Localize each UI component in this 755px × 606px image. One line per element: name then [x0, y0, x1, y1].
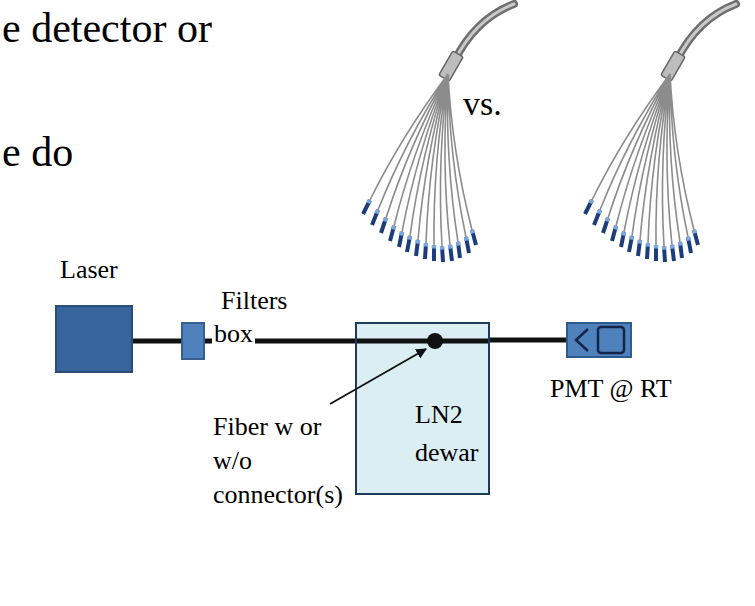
- fan-out-ferrule: [439, 51, 463, 81]
- filter-label: Filters: [221, 286, 287, 316]
- heading-fragment: e do: [2, 128, 73, 176]
- text-holder: PMT @ RT: [550, 374, 672, 404]
- text-holder: box: [212, 319, 255, 349]
- text-holder: LN2 dewar: [415, 396, 479, 471]
- heading-fragment: e detector or: [2, 4, 212, 52]
- text-holder: vs.: [463, 84, 502, 123]
- pmt-cathode-symbol: [576, 329, 588, 351]
- pmt-label: PMT @ RT: [550, 374, 672, 404]
- ln2-dewar: LN2 dewar: [355, 322, 490, 495]
- fiber-line: [133, 339, 181, 344]
- filter-box: Filtersbox: [181, 322, 205, 360]
- laser-label: Laser: [60, 255, 118, 285]
- connector-tip-bands: [368, 200, 473, 250]
- connector-dot: [427, 333, 443, 349]
- fiber-bundle: [363, 4, 514, 262]
- cable-highlight: [455, 4, 514, 60]
- dewar-label: LN2 dewar: [415, 396, 479, 471]
- text-holder: e do: [2, 128, 73, 176]
- laser-box: Laser: [55, 305, 133, 373]
- text-holder: Filters: [221, 286, 287, 316]
- comparison-label: vs.: [463, 84, 502, 123]
- text-holder: Fiber w or w/o connector(s): [213, 410, 349, 511]
- fiber-in-dewar: [357, 339, 488, 344]
- connector-tips: [363, 200, 476, 262]
- fiber-line: [490, 338, 566, 343]
- pmt-tube-symbol: [598, 327, 624, 353]
- leader-line: [330, 349, 426, 404]
- text-holder: e detector or: [2, 4, 212, 52]
- cable-sheath: [455, 4, 514, 60]
- callout-label: Fiber w or w/o connector(s): [213, 410, 349, 511]
- filter-label: box: [212, 319, 255, 349]
- text-holder: Laser: [60, 255, 118, 285]
- fiber-bundle-copy: [585, 4, 736, 262]
